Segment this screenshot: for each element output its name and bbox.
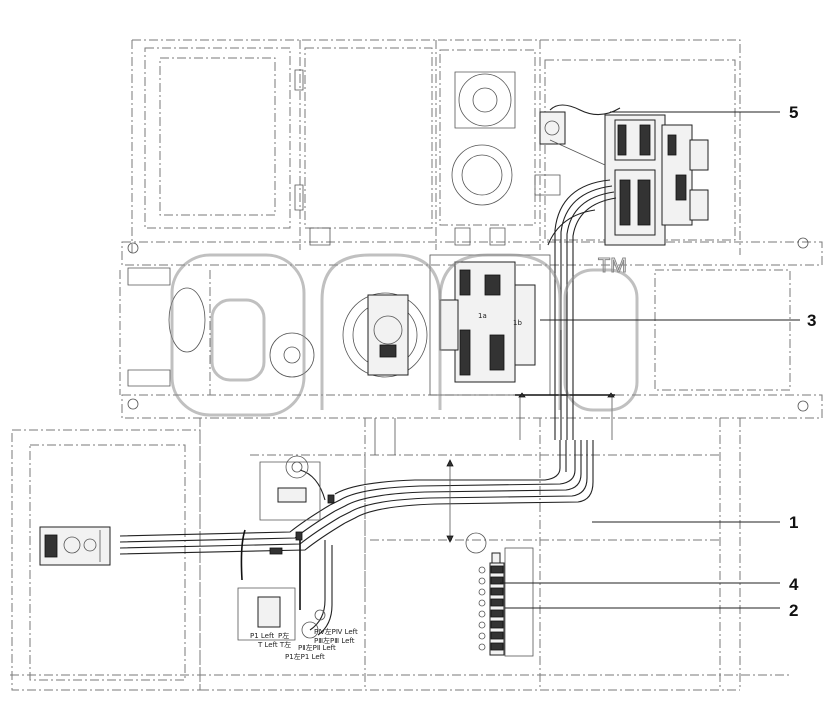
pilot-hose-bundle [119, 330, 594, 636]
port-label-t-left: T Left T左 [257, 640, 291, 649]
pilot-valve-upper [259, 455, 321, 521]
port-label-p1: P1左P1 Left [285, 652, 325, 661]
port-label-p-left-cn: P左 [278, 631, 289, 640]
left-pilot-control [39, 526, 111, 566]
leader-lines [500, 111, 800, 609]
callout-5: 5 [789, 103, 798, 122]
valve-mark-1b: 1b [513, 319, 522, 327]
main-pump-assembly [539, 104, 709, 246]
callout-4: 4 [789, 575, 799, 594]
center-swivel [446, 459, 487, 554]
watermark-tm: TM [598, 255, 627, 277]
engine-outline [294, 69, 561, 211]
callout-3: 3 [807, 311, 816, 330]
pump-to-valve-hoses [547, 179, 617, 330]
valve-mark-1a: 1a [478, 312, 487, 320]
watermark: TM [170, 253, 639, 417]
left-tank-outline [168, 287, 315, 378]
pilot-port-block: P1 Left P左 T Left T左 PⅣ左PⅣ Left PⅢ左PⅢ Le… [237, 587, 358, 661]
port-label-p3: PⅢ左PⅢ Left [314, 636, 355, 645]
port-label-p1-left: P1 Left [250, 632, 274, 640]
port-label-p4: PⅣ左PⅣ Left [314, 627, 358, 636]
swing-motor [342, 292, 428, 455]
callout-2: 2 [789, 601, 798, 620]
control-valve-assembly: 1a 1b [429, 254, 615, 440]
port-label-p2: PⅡ左PⅡ Left [298, 643, 336, 652]
chassis-frame [10, 39, 823, 691]
callout-1: 1 [789, 513, 798, 532]
solenoid-valve-stack [478, 547, 534, 657]
